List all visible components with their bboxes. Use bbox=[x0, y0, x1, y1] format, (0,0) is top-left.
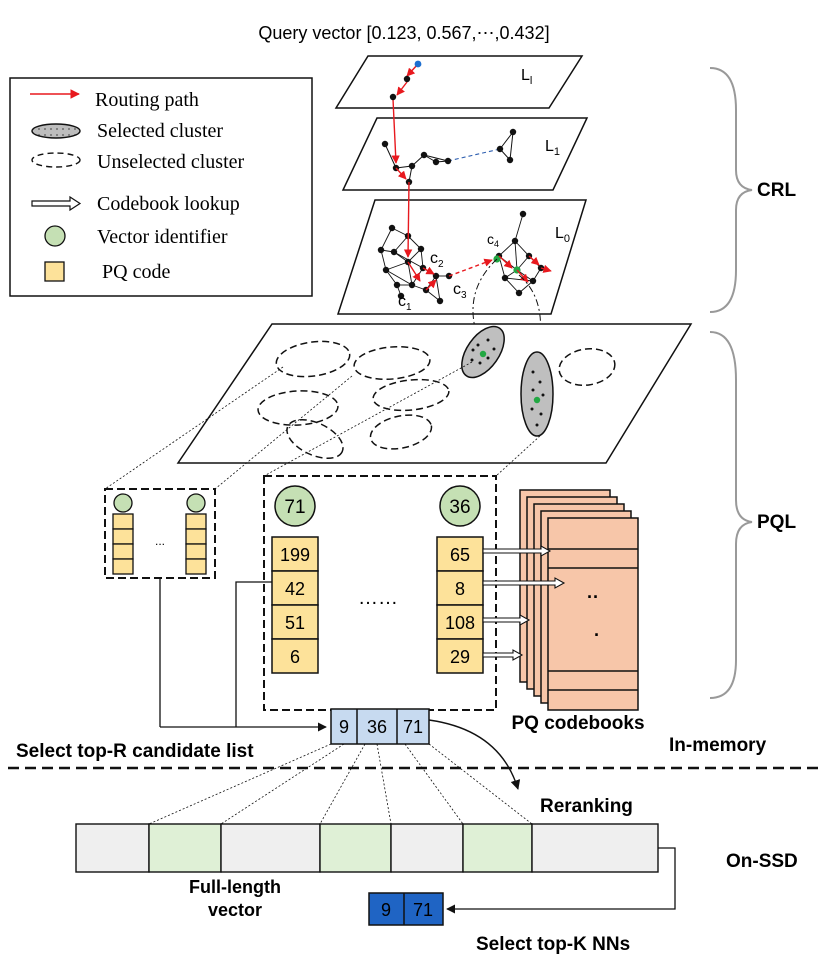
rerank-arrow bbox=[428, 719, 521, 790]
unselected-cluster-icon bbox=[31, 152, 81, 168]
query-node bbox=[414, 60, 422, 68]
legend-label-routing: Routing path bbox=[95, 89, 199, 111]
candidate-2: 71 bbox=[403, 717, 423, 737]
in-memory-label: In-memory bbox=[669, 735, 767, 756]
small-list: ... bbox=[104, 488, 216, 579]
selected-cluster-2 bbox=[520, 351, 554, 437]
selected-cluster-icon bbox=[31, 123, 81, 139]
layer-mid-label: L1 bbox=[545, 138, 560, 158]
small-list-ellipsis: ... bbox=[155, 534, 165, 548]
topk-1: 71 bbox=[413, 900, 433, 920]
pq-left-code-1: 42 bbox=[285, 579, 305, 599]
layer-bottom-label: L0 bbox=[555, 225, 570, 245]
crl-label: CRL bbox=[757, 180, 796, 201]
legend-label-unselected: Unselected cluster bbox=[97, 151, 244, 173]
centroid-c4: c4 bbox=[487, 231, 499, 249]
routing-path bbox=[391, 63, 552, 291]
centroid-c3: c3 bbox=[453, 281, 467, 301]
pq-code-icon bbox=[44, 261, 65, 282]
codebooks-label: PQ codebooks bbox=[511, 713, 644, 734]
layer-bottom: L0 bbox=[336, 199, 588, 315]
topk-list: 9 71 bbox=[368, 892, 444, 926]
layer-top: Ll bbox=[334, 55, 584, 109]
on-ssd-label: On-SSD bbox=[726, 851, 798, 872]
topk-0: 9 bbox=[381, 900, 391, 920]
pq-right-id: 36 bbox=[449, 497, 470, 518]
pq-right-code-3: 29 bbox=[450, 647, 470, 667]
codebook-dots-top: ·· bbox=[587, 587, 599, 607]
vector-identifier-icon bbox=[44, 225, 66, 247]
legend: Routing path Selected cluster Unselected… bbox=[9, 77, 313, 297]
legend-box bbox=[9, 77, 313, 297]
candidate-0: 9 bbox=[339, 717, 349, 737]
pq-codebooks: ·· · PQ codebooks bbox=[511, 489, 645, 734]
layer-top-label: Ll bbox=[521, 67, 532, 87]
legend-label-codebook: Codebook lookup bbox=[97, 193, 240, 215]
pq-list-ellipsis: …… bbox=[358, 587, 398, 609]
full-length-label-1: Full-length bbox=[189, 877, 281, 897]
hollow-arrow-icon bbox=[31, 195, 82, 212]
legend-label-pqcode: PQ code bbox=[102, 261, 170, 283]
pql-label: PQL bbox=[757, 512, 796, 533]
full-length-label-2: vector bbox=[208, 900, 262, 920]
pq-left-id: 71 bbox=[284, 497, 305, 518]
pq-list: 71 36 199 42 51 6 65 8 108 29 …… bbox=[263, 475, 497, 711]
candidate-list-label: Select top-R candidate list bbox=[16, 741, 254, 762]
pq-right-code-2: 108 bbox=[445, 613, 475, 633]
pq-left-code-3: 6 bbox=[290, 647, 300, 667]
legend-label-identifier: Vector identifier bbox=[97, 226, 228, 248]
layer-mid: L1 bbox=[341, 117, 589, 191]
legend-label-selected: Selected cluster bbox=[97, 120, 223, 142]
query-vector-label: Query vector [0.123, 0.567,⋯,0.432] bbox=[258, 23, 549, 43]
centroid-c2: c2 bbox=[430, 250, 444, 270]
codebook-lookup-arrows bbox=[482, 545, 566, 661]
pq-right-code-0: 65 bbox=[450, 545, 470, 565]
reranking-label: Reranking bbox=[540, 796, 633, 817]
crl-brace bbox=[709, 67, 753, 313]
candidate-1: 36 bbox=[367, 717, 387, 737]
centroid-c1: c1 bbox=[398, 293, 412, 313]
topk-label: Select top-K NNs bbox=[476, 934, 630, 955]
selected-cluster-1 bbox=[461, 325, 505, 379]
candidate-list: 9 36 71 bbox=[330, 708, 430, 745]
pq-left-code-0: 199 bbox=[280, 545, 310, 565]
ssd-bar bbox=[75, 823, 659, 873]
pql-brace bbox=[709, 331, 753, 699]
pql-plane bbox=[176, 323, 693, 464]
codebook-dot-bottom: · bbox=[594, 625, 600, 645]
pq-left-code-2: 51 bbox=[285, 613, 305, 633]
pq-right-code-1: 8 bbox=[455, 579, 465, 599]
